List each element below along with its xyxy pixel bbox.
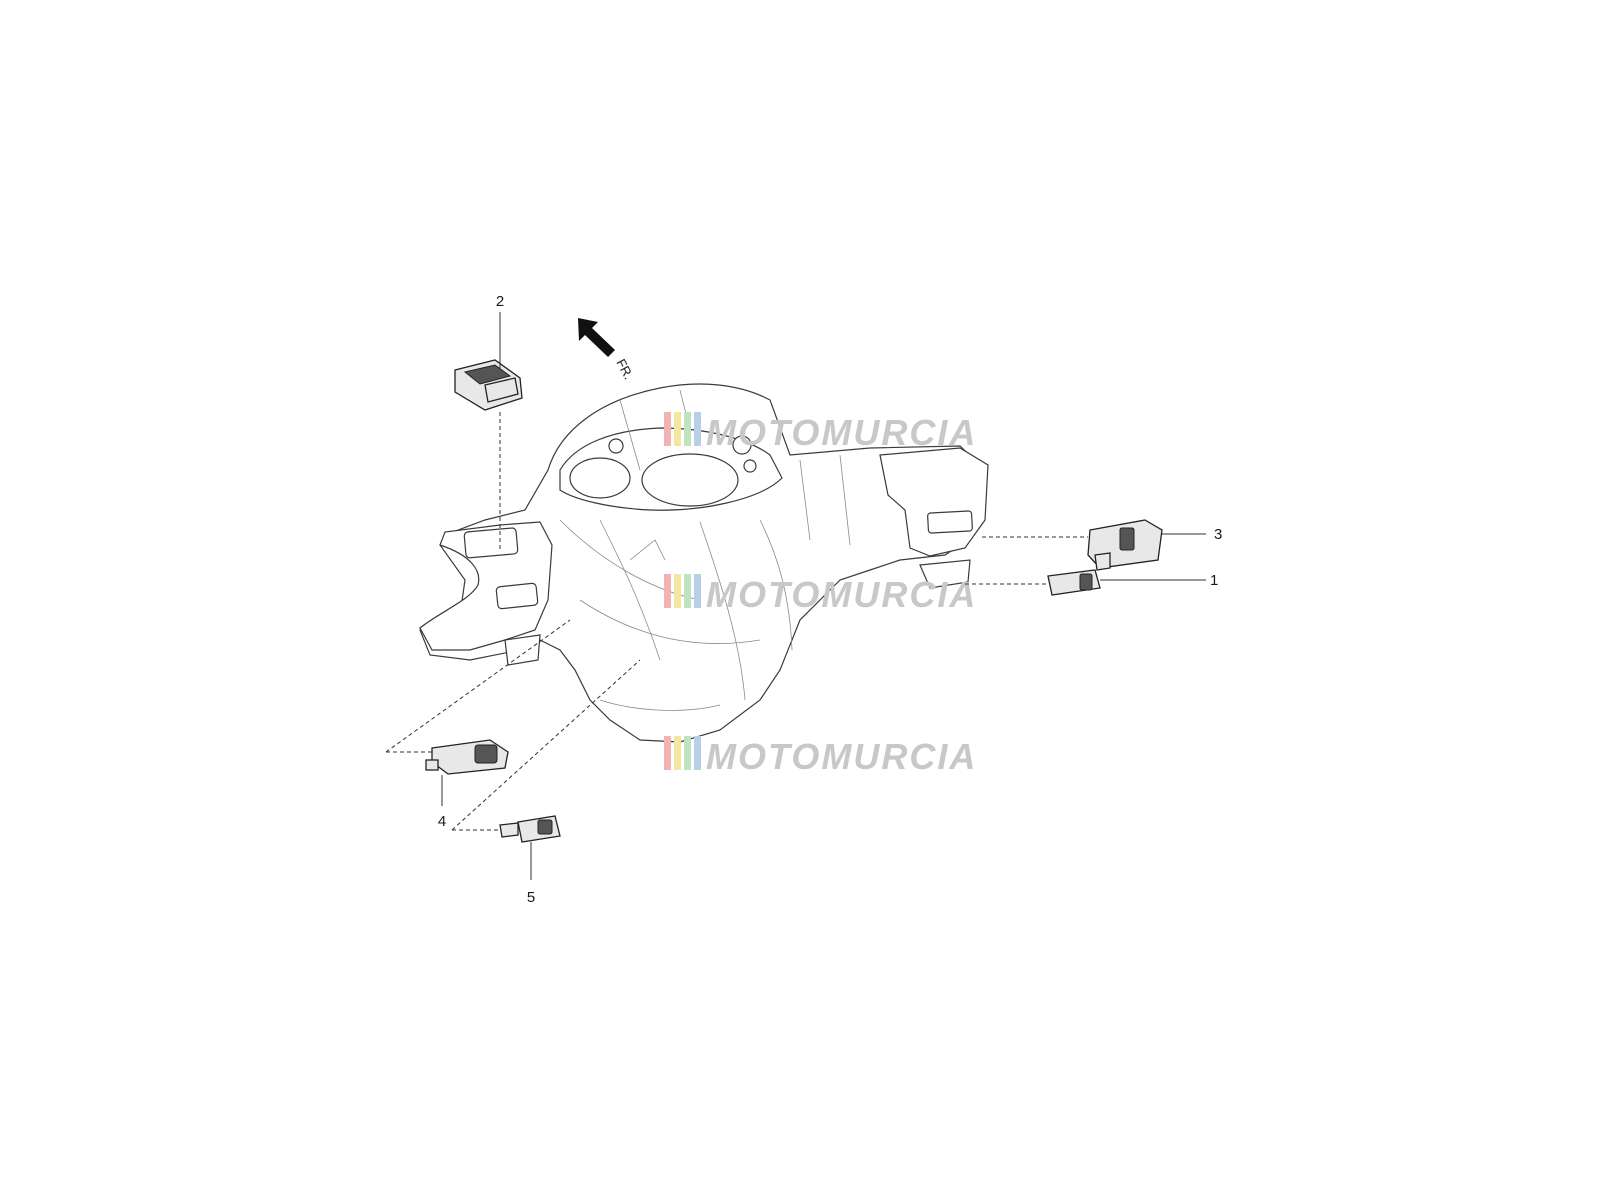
part-2-switch bbox=[454, 359, 523, 411]
watermark-stripe bbox=[694, 574, 701, 608]
part-1-switch bbox=[1047, 569, 1101, 596]
watermark-stripe bbox=[684, 736, 691, 770]
callout-1: 1 bbox=[1210, 572, 1218, 589]
callout-4: 4 bbox=[438, 813, 446, 830]
watermark-text: MOTOMURCIA bbox=[706, 736, 977, 777]
watermark-stripe bbox=[664, 412, 671, 446]
watermark-stripe bbox=[664, 574, 671, 608]
watermark-stripe bbox=[674, 736, 681, 770]
watermark-stripe bbox=[674, 412, 681, 446]
front-label: FR. bbox=[613, 356, 636, 382]
watermark-stripe bbox=[694, 412, 701, 446]
callout-3: 3 bbox=[1214, 526, 1222, 543]
part-3-switch bbox=[1087, 519, 1163, 571]
watermark-stripe bbox=[684, 412, 691, 446]
watermark-middle: MOTOMURCIA bbox=[664, 574, 977, 615]
watermark-stripe bbox=[684, 574, 691, 608]
handlebar-cover bbox=[419, 383, 989, 743]
front-direction-indicator: FR. bbox=[578, 318, 636, 382]
dashed-line-part-5a bbox=[451, 659, 641, 831]
part-4-switch bbox=[425, 739, 509, 775]
watermark-bottom: MOTOMURCIA bbox=[664, 736, 977, 777]
watermark-text: MOTOMURCIA bbox=[706, 412, 977, 453]
front-arrow-icon bbox=[578, 318, 615, 357]
dashed-line-part-4a bbox=[385, 619, 571, 753]
callout-2: 2 bbox=[496, 293, 504, 310]
watermark-top: MOTOMURCIA bbox=[664, 412, 977, 453]
callout-5: 5 bbox=[527, 889, 535, 906]
watermark-stripe bbox=[694, 736, 701, 770]
watermark-stripe bbox=[674, 574, 681, 608]
watermark-stripe bbox=[664, 736, 671, 770]
part-5-switch bbox=[499, 815, 561, 843]
watermark-text: MOTOMURCIA bbox=[706, 574, 977, 615]
